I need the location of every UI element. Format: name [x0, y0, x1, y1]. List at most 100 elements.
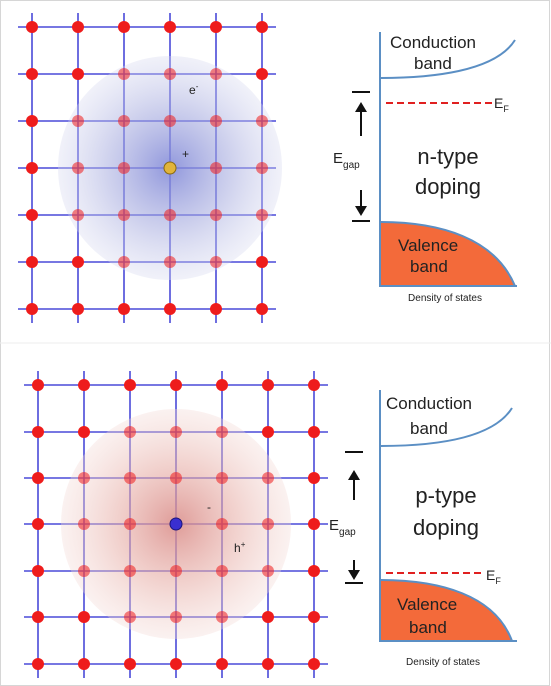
- lattice-atom: [124, 565, 136, 577]
- lattice-atom: [210, 162, 222, 174]
- lattice-atom: [124, 658, 136, 670]
- lattice-atom: [256, 256, 268, 268]
- lattice-atom: [308, 379, 320, 391]
- p-type-atoms: [32, 379, 320, 670]
- lattice-atom: [118, 256, 130, 268]
- lattice-atom: [72, 303, 84, 315]
- lattice-atom: [216, 658, 228, 670]
- hole-label: h+: [234, 540, 246, 555]
- lattice-atom: [308, 518, 320, 530]
- lattice-atom: [32, 611, 44, 623]
- lattice-atom: [78, 565, 90, 577]
- gap-up-arrowhead: [355, 102, 367, 112]
- lattice-atom: [170, 472, 182, 484]
- lattice-atom: [72, 68, 84, 80]
- lattice-atom: [262, 472, 274, 484]
- lattice-atom: [78, 472, 90, 484]
- lattice-atom: [170, 658, 182, 670]
- lattice-atom: [124, 518, 136, 530]
- lattice-atom: [170, 379, 182, 391]
- lattice-atom: [210, 209, 222, 221]
- lattice-atom: [216, 379, 228, 391]
- lattice-atom: [26, 21, 38, 33]
- lattice-atom: [308, 611, 320, 623]
- lattice-atom: [256, 209, 268, 221]
- lattice-atom: [26, 68, 38, 80]
- lattice-atom: [170, 426, 182, 438]
- lattice-atom: [26, 303, 38, 315]
- lattice-atom: [124, 611, 136, 623]
- lattice-atom: [72, 115, 84, 127]
- lattice-atom: [262, 518, 274, 530]
- lattice-atom: [164, 68, 176, 80]
- lattice-atom: [262, 658, 274, 670]
- lattice-atom: [72, 162, 84, 174]
- lattice-atom: [32, 658, 44, 670]
- lattice-atom: [308, 426, 320, 438]
- lattice-atom: [26, 209, 38, 221]
- lattice-atom: [118, 209, 130, 221]
- lattice-atom: [256, 68, 268, 80]
- gap-up-arrowhead: [348, 470, 360, 480]
- valence-band: [379, 220, 517, 287]
- lattice-atom: [170, 565, 182, 577]
- density-of-states-label: Density of states: [408, 293, 482, 304]
- lattice-atom: [262, 565, 274, 577]
- lattice-atom: [78, 658, 90, 670]
- lattice-atom: [262, 426, 274, 438]
- donor-charge-label: +: [182, 147, 189, 161]
- lattice-atom: [78, 611, 90, 623]
- acceptor-charge-label: -: [207, 500, 211, 514]
- gap-label: Egap: [333, 150, 360, 171]
- lattice-atom: [164, 115, 176, 127]
- lattice-atom: [124, 379, 136, 391]
- lattice-atom: [308, 565, 320, 577]
- lattice-atom: [26, 162, 38, 174]
- lattice-atom: [32, 379, 44, 391]
- lattice-atom: [32, 472, 44, 484]
- lattice-atom: [124, 426, 136, 438]
- lattice-atom: [170, 611, 182, 623]
- lattice-atom: [26, 256, 38, 268]
- lattice-atom: [210, 68, 222, 80]
- density-of-states-label: Density of states: [406, 657, 480, 668]
- lattice-atom: [216, 565, 228, 577]
- lattice-atom: [118, 303, 130, 315]
- lattice-atom: [256, 21, 268, 33]
- lattice-atom: [72, 21, 84, 33]
- conduction-band-edge: [379, 39, 516, 79]
- lattice-atom: [118, 21, 130, 33]
- gap-down-arrowhead: [348, 570, 360, 580]
- lattice-atom: [124, 472, 136, 484]
- lattice-atom: [164, 21, 176, 33]
- lattice-atom: [256, 115, 268, 127]
- lattice-atom: [118, 115, 130, 127]
- lattice-atom: [262, 379, 274, 391]
- lattice-atom: [32, 565, 44, 577]
- lattice-atom: [210, 115, 222, 127]
- lattice-atom: [308, 472, 320, 484]
- lattice-atom: [72, 256, 84, 268]
- conduction-band-edge: [379, 407, 513, 447]
- lattice-atom: [164, 303, 176, 315]
- electron-label: e-: [189, 82, 199, 97]
- lattice-atom: [262, 611, 274, 623]
- lattice-atom: [72, 209, 84, 221]
- lattice-atom: [164, 256, 176, 268]
- lattice-atom: [216, 518, 228, 530]
- lattice-atom: [308, 658, 320, 670]
- lattice-atom: [216, 611, 228, 623]
- lattice-atom: [118, 162, 130, 174]
- lattice-atom: [256, 162, 268, 174]
- lattice-atom: [118, 68, 130, 80]
- lattice-atom: [210, 256, 222, 268]
- gap-down-arrowhead: [355, 206, 367, 216]
